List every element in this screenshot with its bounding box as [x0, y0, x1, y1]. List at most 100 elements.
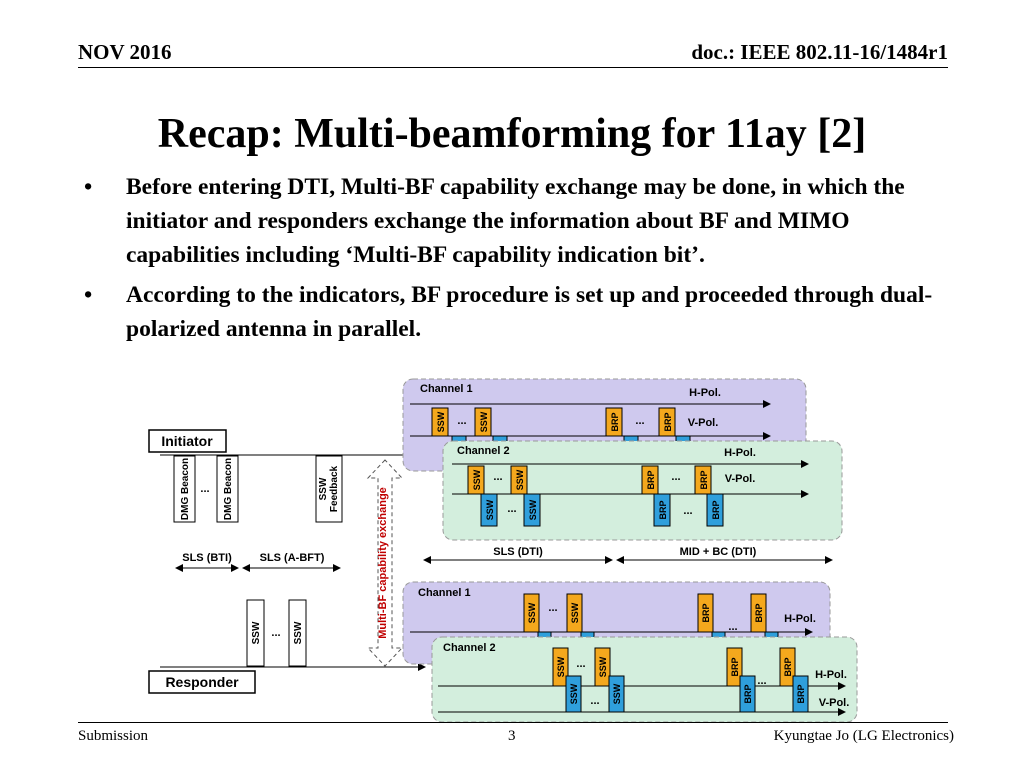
- ellipsis: ...: [457, 415, 466, 427]
- ssw-label: SSW: [515, 469, 525, 490]
- mid-bc-label: MID + BC (DTI): [680, 546, 757, 558]
- capability-exchange-label: Multi-BF capability exchange: [377, 487, 389, 639]
- brp-label: BRP: [646, 470, 656, 489]
- brp-label: BRP: [699, 470, 709, 489]
- ellipsis: ...: [548, 602, 557, 614]
- ssw-feedback-box: [315, 455, 343, 523]
- ellipsis: ...: [200, 483, 209, 495]
- ssw-label: SSW: [485, 499, 495, 520]
- beacon-box: [173, 455, 196, 523]
- ellipsis: ...: [757, 675, 766, 687]
- vpol-label: V-Pol.: [688, 417, 719, 429]
- initiator-box: [148, 429, 227, 453]
- channel2-label: Channel 2: [457, 445, 510, 457]
- brp-box: [653, 493, 671, 527]
- ssw-label: SSW: [479, 411, 489, 432]
- brp-box: [779, 647, 796, 687]
- header-date: NOV 2016: [78, 40, 172, 64]
- ssw-label: SSW: [527, 602, 537, 623]
- ssw-label: SSW: [598, 656, 608, 677]
- brp-label: BRP: [743, 684, 753, 703]
- brp-label: BRP: [711, 500, 721, 519]
- ssw-box: [565, 675, 582, 713]
- ellipsis: ...: [728, 621, 737, 633]
- header-divider: [78, 67, 948, 68]
- hpol-label: H-Pol.: [724, 447, 756, 459]
- footer-author: Kyungtae Jo (LG Electronics): [773, 728, 954, 744]
- ssw-label: SSW: [293, 621, 304, 644]
- hpol-label: H-Pol.: [815, 669, 847, 681]
- ssw-feedback-label: Feedback: [329, 465, 340, 512]
- brp-box: [658, 407, 676, 437]
- ssw-box: [523, 593, 540, 633]
- ellipsis: ...: [271, 627, 280, 639]
- brp-box: [697, 593, 714, 633]
- ellipsis: ...: [493, 471, 502, 483]
- beacon-label: DMG Beacon: [180, 458, 191, 520]
- ssw-box: [246, 599, 265, 667]
- ssw-label: SSW: [612, 683, 622, 704]
- ssw-box: [431, 407, 449, 437]
- brp-label: BRP: [730, 657, 740, 676]
- footer-divider: [78, 722, 948, 723]
- ssw-box: [480, 493, 498, 527]
- brp-box: [739, 675, 756, 713]
- ssw-label: SSW: [528, 499, 538, 520]
- hpol-label: H-Pol.: [689, 387, 721, 399]
- vpol-label: V-Pol.: [819, 697, 850, 709]
- beacon-box: [216, 455, 239, 523]
- brp-label: BRP: [658, 500, 668, 519]
- brp-box: [641, 465, 659, 495]
- ssw-box: [510, 465, 528, 495]
- responder-box: [148, 670, 256, 694]
- brp-label: BRP: [754, 603, 764, 622]
- ssw-box: [474, 407, 492, 437]
- brp-label: BRP: [610, 412, 620, 431]
- bullet-item: • Before entering DTI, Multi-BF capabilit…: [84, 170, 964, 272]
- ssw-label: SSW: [569, 683, 579, 704]
- initiator-label: Initiator: [161, 433, 213, 449]
- brp-box: [694, 465, 712, 495]
- slide-title: Recap: Multi-beamforming for 11ay [2]: [157, 111, 867, 157]
- brp-label: BRP: [783, 657, 793, 676]
- brp-label: BRP: [701, 603, 711, 622]
- brp-label: BRP: [663, 412, 673, 431]
- ellipsis: ...: [590, 695, 599, 707]
- bullet-dot: •: [84, 282, 93, 308]
- page-number: 3: [508, 728, 516, 744]
- ssw-box: [552, 647, 569, 687]
- brp-box: [605, 407, 623, 437]
- ellipsis: ...: [635, 415, 644, 427]
- ssw-label: SSW: [436, 411, 446, 432]
- bullet-text: Before entering DTI, Multi-BF capability…: [126, 174, 905, 268]
- channel1-label: Channel 1: [418, 587, 471, 599]
- bullet-dot: •: [84, 174, 93, 200]
- brp-box: [750, 593, 767, 633]
- sls-abft-label: SLS (A-BFT): [260, 552, 325, 564]
- beacon-label: DMG Beacon: [223, 458, 234, 520]
- ssw-box: [467, 465, 485, 495]
- brp-box: [706, 493, 724, 527]
- ssw-box: [288, 599, 307, 667]
- brp-label: BRP: [796, 684, 806, 703]
- ssw-label: SSW: [472, 469, 482, 490]
- channel1-label: Channel 1: [420, 383, 473, 395]
- bullet-text: According to the indicators, BF procedur…: [126, 282, 933, 342]
- bullet-item: • According to the indicators, BF procedu…: [84, 278, 964, 346]
- header-doc-id: doc.: IEEE 802.11-16/1484r1: [691, 40, 948, 64]
- ellipsis: ...: [507, 503, 516, 515]
- sls-bti-label: SLS (BTI): [182, 552, 232, 564]
- responder-label: Responder: [165, 674, 239, 690]
- ellipsis: ...: [683, 505, 692, 517]
- channel2-label: Channel 2: [443, 642, 496, 654]
- brp-box: [726, 647, 743, 687]
- ssw-feedback-label: SSW: [318, 477, 329, 500]
- capability-exchange-arrow: [366, 459, 404, 667]
- brp-box: [792, 675, 809, 713]
- ssw-box: [594, 647, 611, 687]
- hpol-label: H-Pol.: [784, 613, 816, 625]
- ssw-box: [608, 675, 625, 713]
- vpol-label: V-Pol.: [725, 473, 756, 485]
- ssw-label: SSW: [251, 621, 262, 644]
